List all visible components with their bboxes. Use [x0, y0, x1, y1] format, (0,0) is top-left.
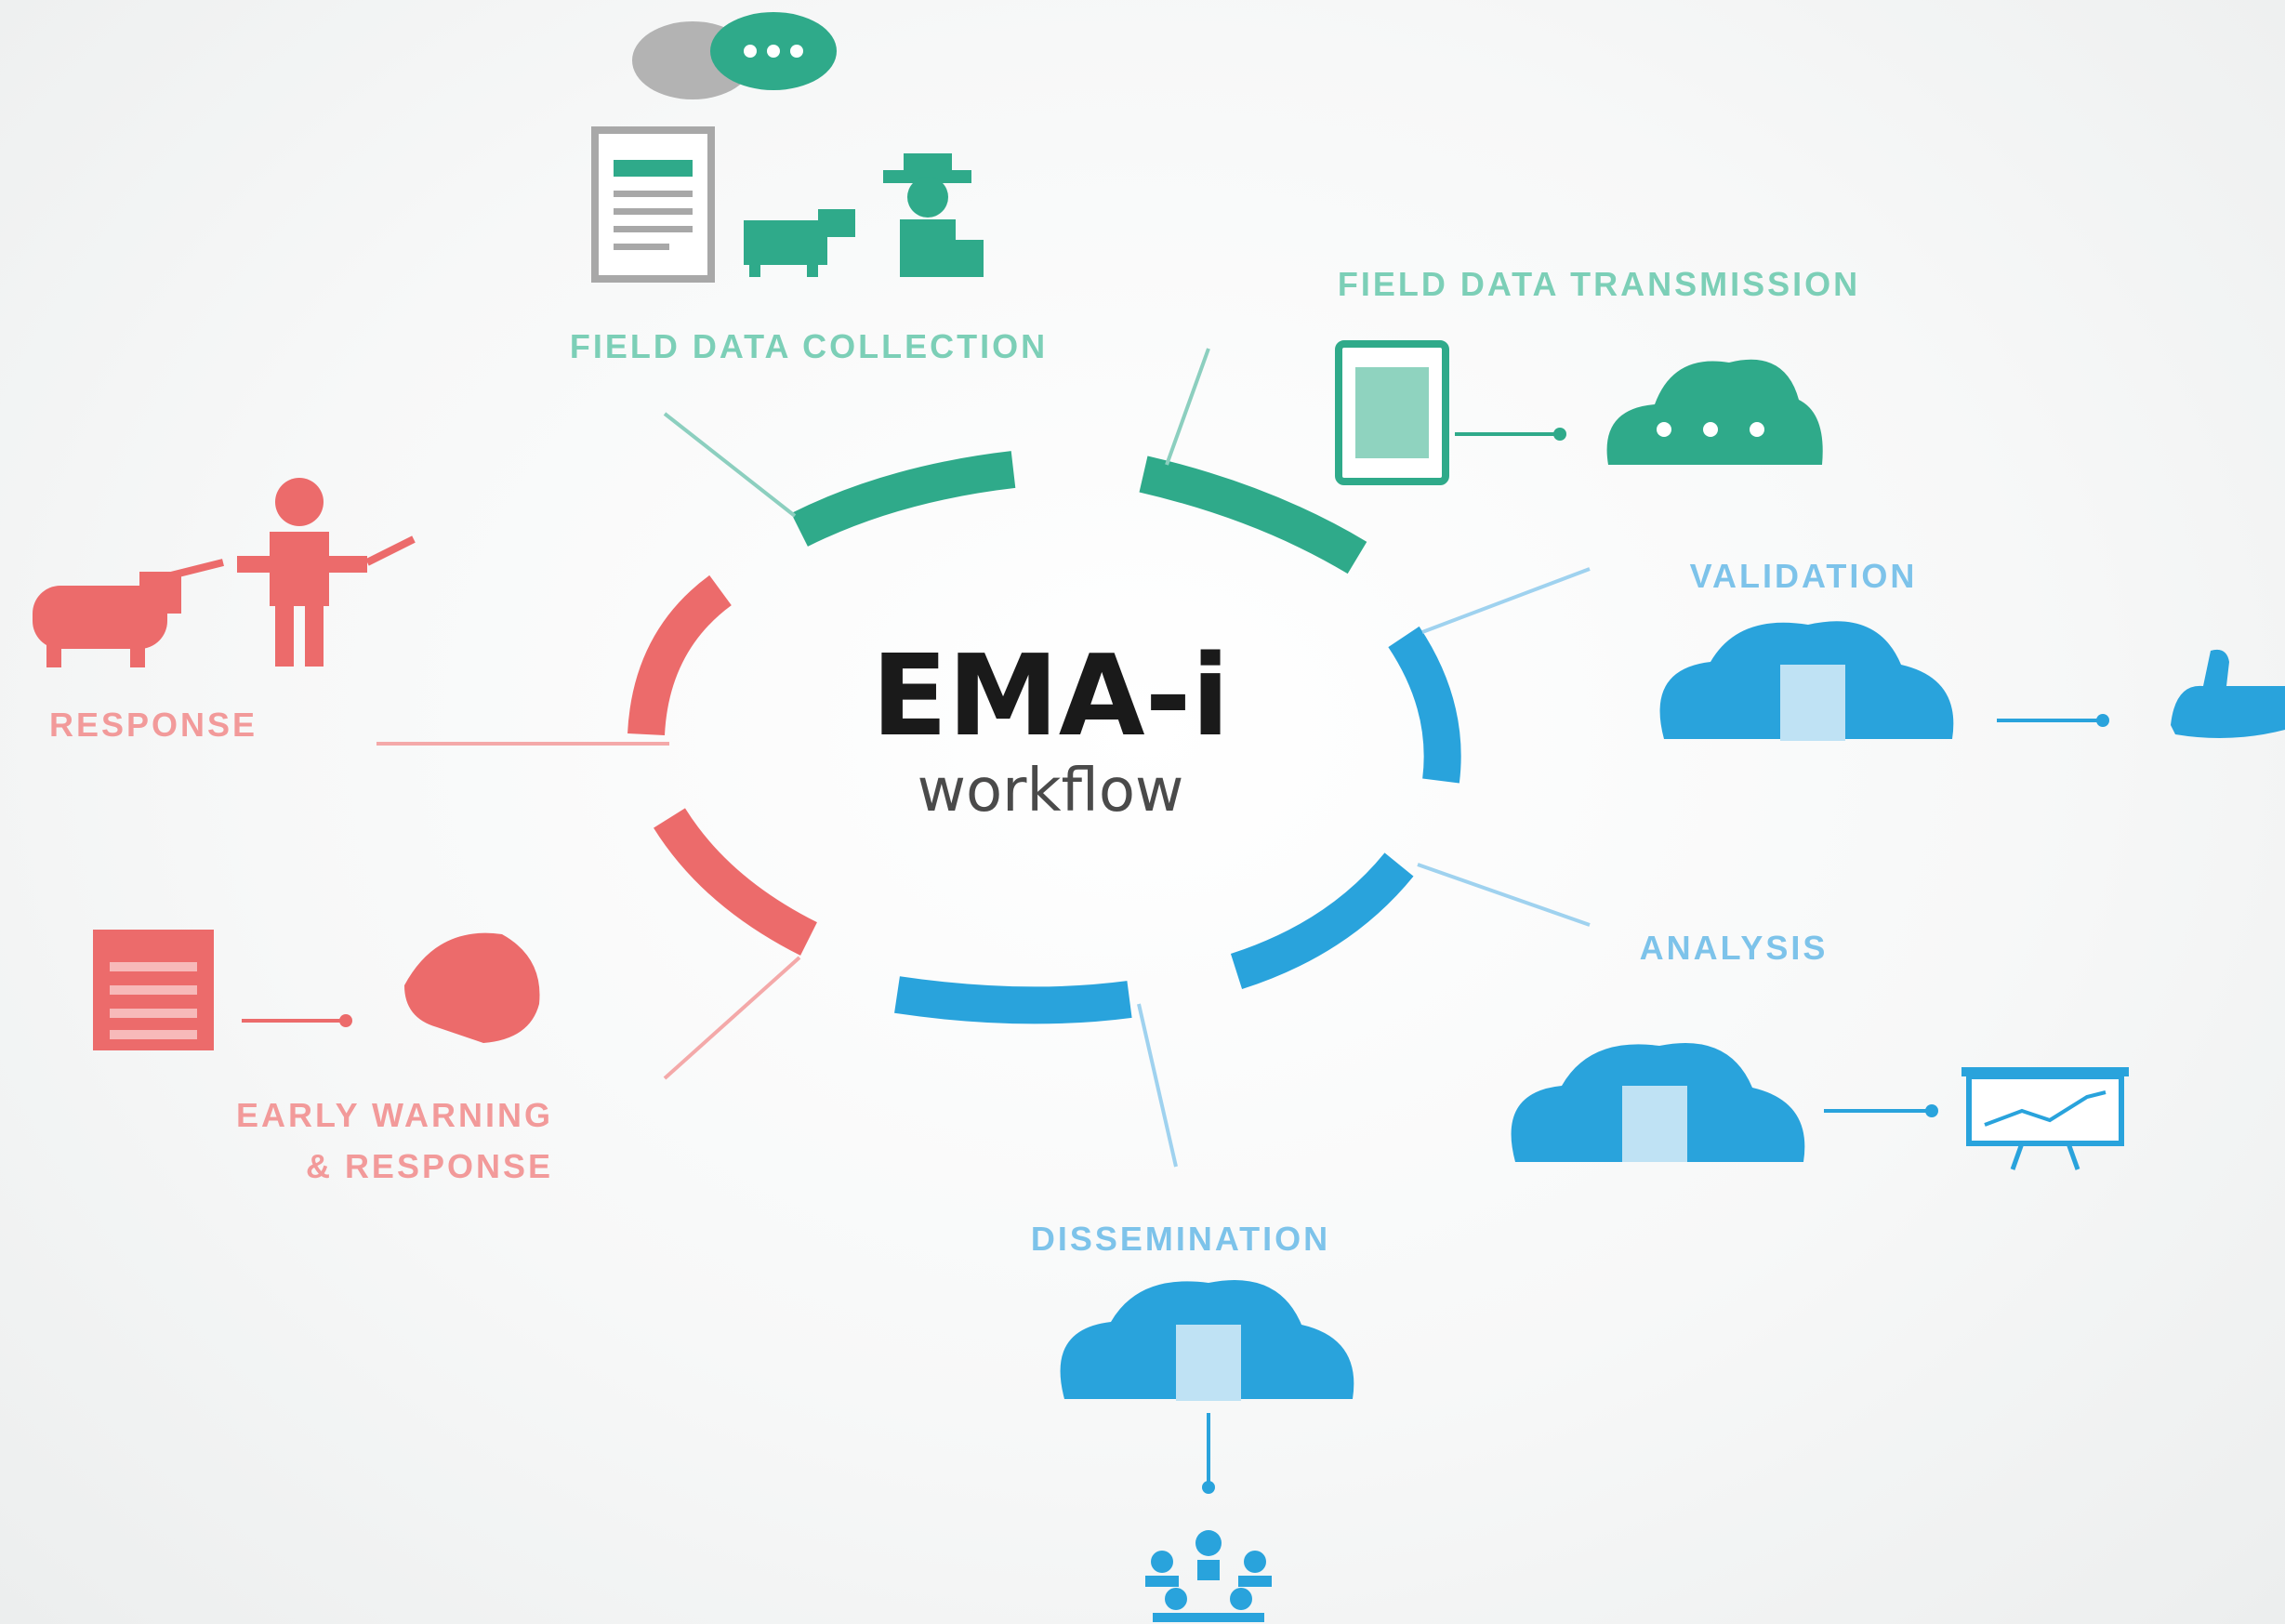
- cloud-dissemination-icon: [1060, 1280, 1354, 1401]
- label-analysis: ANALYSIS: [1640, 929, 1829, 967]
- label-validation: VALIDATION: [1690, 557, 1918, 595]
- arc-field-data-collection: [791, 451, 1016, 547]
- label-dissemination: DISSEMINATION: [1031, 1220, 1330, 1258]
- title-sub: workflow: [918, 757, 1184, 825]
- arc-early-warning: [654, 808, 818, 956]
- cloud-validation-icon: [1659, 621, 1954, 741]
- stage-early-warning: EARLY WARNING & RESPONSE: [93, 930, 553, 1185]
- connector-lines: [376, 348, 1591, 1168]
- arc-analysis: [1230, 852, 1414, 990]
- livestock-animal-icon: [744, 209, 855, 277]
- workflow-ring: [627, 451, 1461, 1024]
- tablet-device-icon: [1335, 340, 1449, 485]
- arc-validation: [1388, 626, 1461, 784]
- stage-field-data-transmission: FIELD DATA TRANSMISSION: [1335, 265, 1860, 485]
- people-network-icon: [1145, 1530, 1272, 1622]
- presentation-chart-icon: [1961, 1067, 2129, 1170]
- speech-bubbles-icon: [632, 12, 837, 99]
- cloud-analysis-icon: [1511, 1043, 1805, 1162]
- vet-person-icon: [237, 478, 416, 667]
- arc-response: [627, 574, 733, 736]
- connector-field-data-collection: [663, 412, 797, 518]
- stage-validation: VALIDATION: [1659, 557, 2285, 741]
- stage-analysis: ANALYSIS: [1511, 929, 2129, 1170]
- farmer-person-icon: [883, 153, 984, 277]
- center-title: EMA-i workflow: [871, 632, 1229, 825]
- connector-dissemination: [1137, 1003, 1178, 1168]
- title-main: EMA-i: [871, 632, 1229, 761]
- cloud-transmit-icon: [1606, 359, 1823, 465]
- label-field-data-transmission: FIELD DATA TRANSMISSION: [1338, 265, 1860, 303]
- pig-animal-icon: [33, 572, 181, 667]
- stage-response: RESPONSE: [33, 478, 416, 744]
- connector-early-warning: [663, 956, 801, 1080]
- validation-hand-icon: [2171, 649, 2285, 738]
- stage-dissemination: DISSEMINATION: [1031, 1220, 1354, 1622]
- world-globe-icon: [404, 932, 540, 1043]
- label-early-warning-line2: & RESPONSE: [306, 1147, 553, 1185]
- label-response: RESPONSE: [49, 706, 258, 744]
- alert-bulletin-icon: [93, 930, 214, 1050]
- form-document-icon: [591, 126, 715, 283]
- label-field-data-collection: FIELD DATA COLLECTION: [570, 327, 1048, 365]
- connector-analysis: [1417, 863, 1591, 927]
- stage-field-data-collection: FIELD DATA COLLECTION: [570, 12, 1048, 365]
- pig-to-person-line: [166, 559, 224, 580]
- arc-field-data-transmission: [1139, 456, 1367, 574]
- connector-field-data-transmission: [1165, 348, 1210, 466]
- label-early-warning-line1: EARLY WARNING: [236, 1096, 553, 1134]
- arc-dissemination: [894, 976, 1132, 1024]
- connector-validation: [1421, 567, 1591, 634]
